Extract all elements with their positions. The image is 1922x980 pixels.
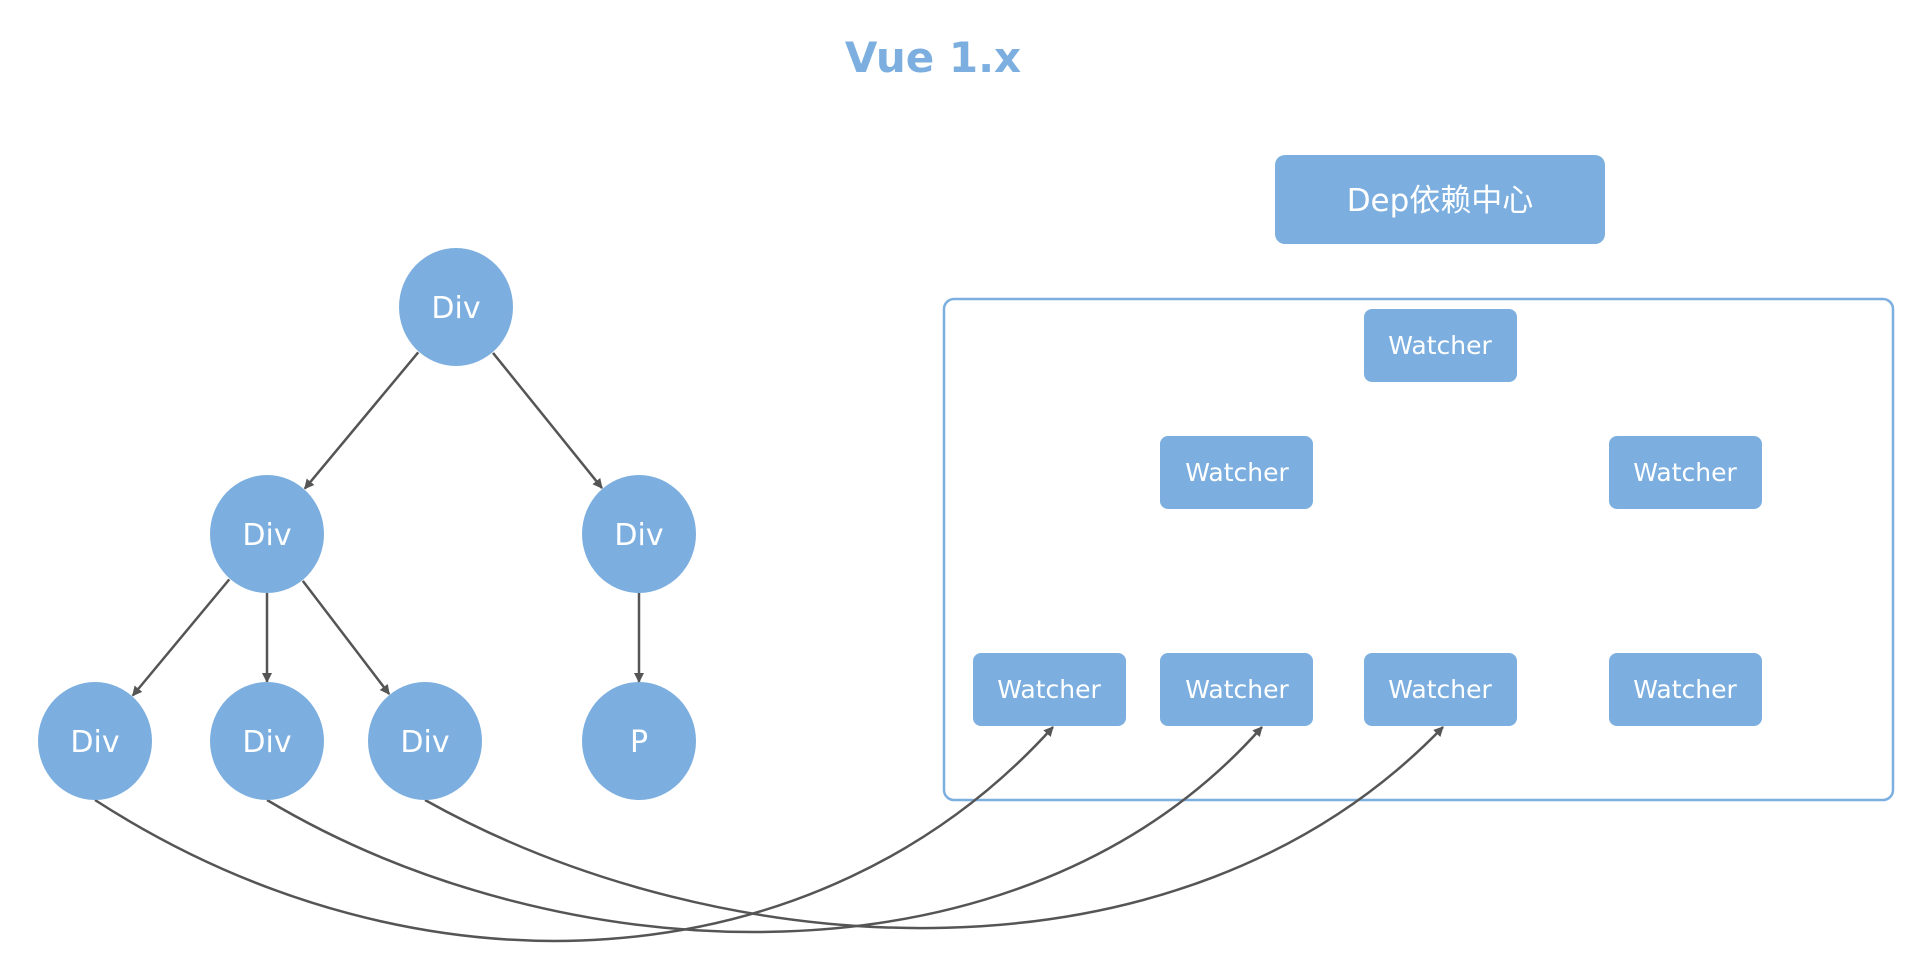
tree-edge-root-mid-left: [303, 351, 420, 490]
tree-node-leaf-2: Div: [210, 682, 324, 800]
dep-center-label: Dep依赖中心: [1347, 183, 1534, 219]
node-label: P: [630, 725, 648, 760]
tree-node-leaf-1: Div: [38, 682, 152, 800]
watcher-label: Watcher: [1388, 675, 1492, 704]
watcher-bottom-3: Watcher: [1364, 653, 1517, 726]
watcher-label: Watcher: [1185, 458, 1289, 487]
node-label: Div: [70, 725, 119, 760]
watcher-label: Watcher: [997, 675, 1101, 704]
node-label: Div: [400, 725, 449, 760]
watcher-box: [1160, 653, 1313, 726]
watcher-bottom-1: Watcher: [973, 653, 1126, 726]
tree-edge-mid-left-leaf-3: [301, 580, 391, 695]
tree-node-root: Div: [399, 248, 513, 366]
watcher-mid-right: Watcher: [1609, 436, 1762, 509]
watcher-bottom-2: Watcher: [1160, 653, 1313, 726]
node-circle: [38, 682, 152, 800]
link-leaf-1-to-w-bottom-1: [94, 726, 1054, 943]
link-leaf-2-to-w-bottom-2: [266, 726, 1263, 934]
node-circle: [210, 682, 324, 800]
watcher-top: Watcher: [1364, 309, 1517, 382]
tree-edges: [131, 351, 644, 697]
node-label: Div: [431, 291, 480, 326]
tree-edge-root-mid-right: [492, 352, 603, 489]
watcher-label: Watcher: [1185, 675, 1289, 704]
watcher-box: [973, 653, 1126, 726]
node-label: Div: [614, 518, 663, 553]
tree-node-mid-right: Div: [582, 475, 696, 593]
tree-node-leaf-p: P: [582, 682, 696, 800]
link-leaf-3-to-w-bottom-3: [424, 726, 1444, 930]
tree-node-mid-left: Div: [210, 475, 324, 593]
diagram-title: Vue 1.x: [845, 33, 1021, 82]
watcher-label: Watcher: [1388, 331, 1492, 360]
watcher-label: Watcher: [1633, 675, 1737, 704]
watcher-links: [94, 726, 1444, 943]
watcher-mid-left: Watcher: [1160, 436, 1313, 509]
tree-edge-mid-left-leaf-1: [131, 578, 231, 697]
watcher-container: [942, 297, 1895, 802]
tree-nodes: Div Div Div Div Div Div P: [38, 248, 696, 800]
node-circle: [582, 475, 696, 593]
watcher-box: [1160, 436, 1313, 509]
node-circle: [210, 475, 324, 593]
tree-node-leaf-3: Div: [368, 682, 482, 800]
watcher-label: Watcher: [1633, 458, 1737, 487]
watcher-box: [1609, 436, 1762, 509]
node-label: Div: [242, 725, 291, 760]
node-circle: [582, 682, 696, 800]
watcher-bottom-4: Watcher: [1609, 653, 1762, 726]
watcher-box: [1609, 653, 1762, 726]
watcher-box: [1364, 309, 1517, 382]
node-label: Div: [242, 518, 291, 553]
dep-center-rect: [1275, 155, 1605, 244]
node-circle: [368, 682, 482, 800]
watcher-group: Watcher Watcher Watcher Watcher Watcher …: [973, 309, 1762, 726]
watcher-box: [1364, 653, 1517, 726]
dep-center-box: Dep依赖中心: [1275, 155, 1605, 244]
node-circle: [399, 248, 513, 366]
